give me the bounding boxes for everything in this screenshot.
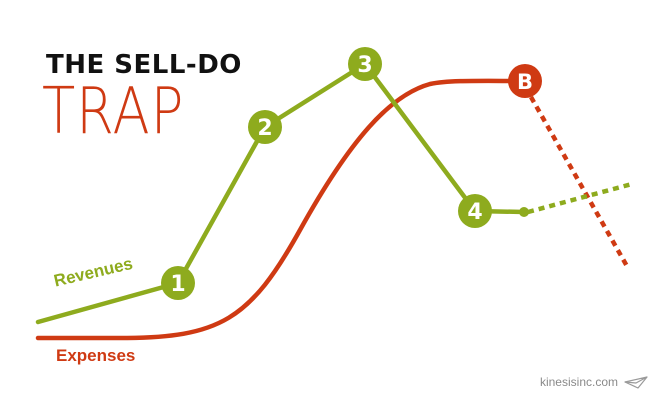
revenues-end-dot [519, 207, 529, 217]
credit-text: kinesisinc.com [539, 375, 618, 389]
paper-plane-icon [624, 376, 648, 389]
expenses-projection [529, 95, 630, 270]
expenses-label: Expenses [56, 346, 136, 365]
revenue-marker-4-label: 4 [467, 200, 482, 225]
title-line-1: THE SELL-DO [46, 50, 242, 80]
revenue-marker-3: 3 [348, 47, 382, 81]
revenue-marker-2: 2 [248, 110, 282, 144]
revenue-marker-1-label: 1 [170, 272, 185, 297]
revenues-projection [527, 181, 633, 215]
expense-marker-b-label: B [517, 70, 533, 94]
revenue-marker-3-label: 3 [357, 53, 372, 78]
revenue-marker-4: 4 [458, 194, 492, 228]
title-line-2: TRAP [42, 75, 185, 149]
revenue-marker-1: 1 [161, 266, 195, 300]
revenue-marker-2-label: 2 [257, 116, 272, 141]
expense-marker-b: B [508, 64, 542, 98]
expenses-curve [35, 78, 528, 341]
